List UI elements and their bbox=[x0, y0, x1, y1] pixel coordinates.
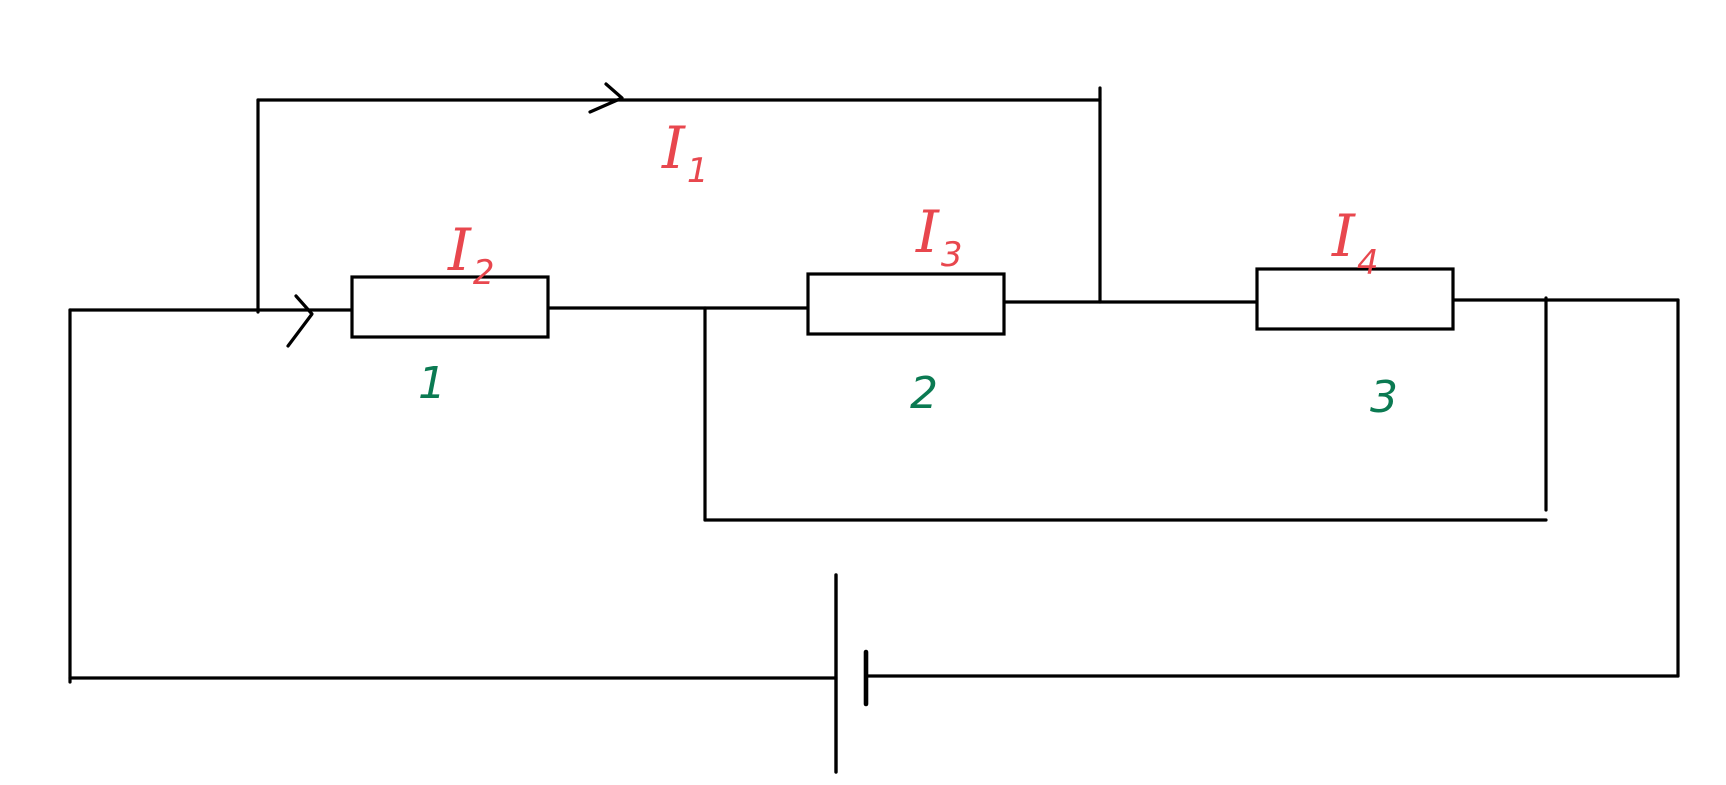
resistor-label-3: 3 bbox=[1370, 372, 1398, 423]
resistor-2 bbox=[806, 272, 1006, 336]
current-index: 2 bbox=[473, 253, 495, 293]
resistor-labels: 1 2 3 bbox=[418, 358, 1398, 423]
current-labels: I1 I2 I3 I4 bbox=[447, 114, 1379, 293]
current-index: 3 bbox=[941, 235, 963, 275]
arrow-icon-left bbox=[286, 294, 314, 348]
resistor-1 bbox=[350, 275, 550, 339]
current-label-1: I1 bbox=[661, 114, 709, 191]
current-arrows bbox=[286, 82, 624, 348]
wires bbox=[68, 86, 1680, 684]
arrow-icon-top bbox=[588, 82, 624, 114]
current-label-4: I4 bbox=[1331, 202, 1379, 283]
battery-icon bbox=[834, 573, 869, 774]
current-index: 4 bbox=[1357, 243, 1379, 283]
current-symbol: I bbox=[447, 216, 472, 284]
current-label-2: I2 bbox=[447, 216, 495, 293]
current-index: 1 bbox=[687, 151, 709, 191]
current-symbol: I bbox=[915, 198, 940, 266]
current-symbol: I bbox=[661, 114, 686, 182]
resistor-3 bbox=[1255, 267, 1455, 331]
resistor-label-1: 1 bbox=[418, 358, 446, 409]
current-symbol: I bbox=[1331, 202, 1356, 270]
resistor-label-2: 2 bbox=[910, 368, 938, 419]
current-label-3: I3 bbox=[915, 198, 963, 275]
resistors bbox=[350, 267, 1455, 339]
